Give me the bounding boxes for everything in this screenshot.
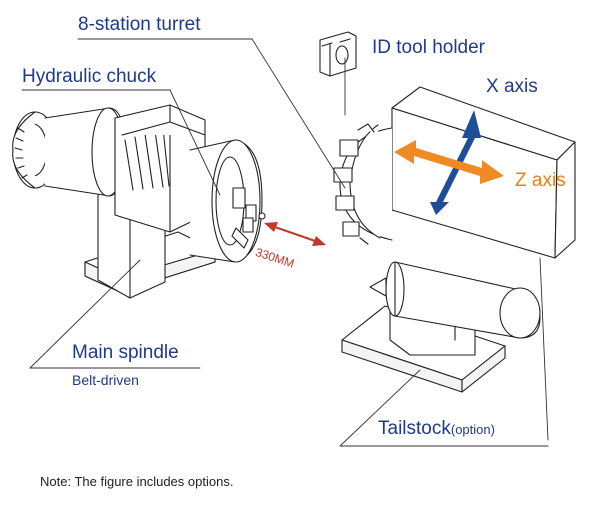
tailstock-drawing <box>341 261 541 393</box>
z-axis-label: Z axis <box>515 170 566 191</box>
tailstock-option-text: (option) <box>450 422 495 437</box>
belt-driven-label: Belt-driven <box>72 372 139 388</box>
x-axis-arrow <box>430 110 481 215</box>
id-tool-holder-label: ID tool holder <box>372 37 486 58</box>
distance-arrow <box>264 222 326 246</box>
main-spindle-label: Main spindle <box>72 342 179 363</box>
main-spindle-drawing <box>12 104 266 299</box>
z-axis-arrow <box>394 140 504 184</box>
tailstock-label: Tailstock(option) <box>378 418 495 440</box>
x-axis-label: X axis <box>486 76 538 97</box>
turret-drawing <box>319 31 576 259</box>
figure-note: Note: The figure includes options. <box>40 474 234 489</box>
tailstock-text: Tailstock <box>378 418 451 439</box>
leader-lines <box>21 38 549 447</box>
hydraulic-chuck-label: Hydraulic chuck <box>22 66 157 87</box>
turret-label: 8-station turret <box>78 14 201 35</box>
